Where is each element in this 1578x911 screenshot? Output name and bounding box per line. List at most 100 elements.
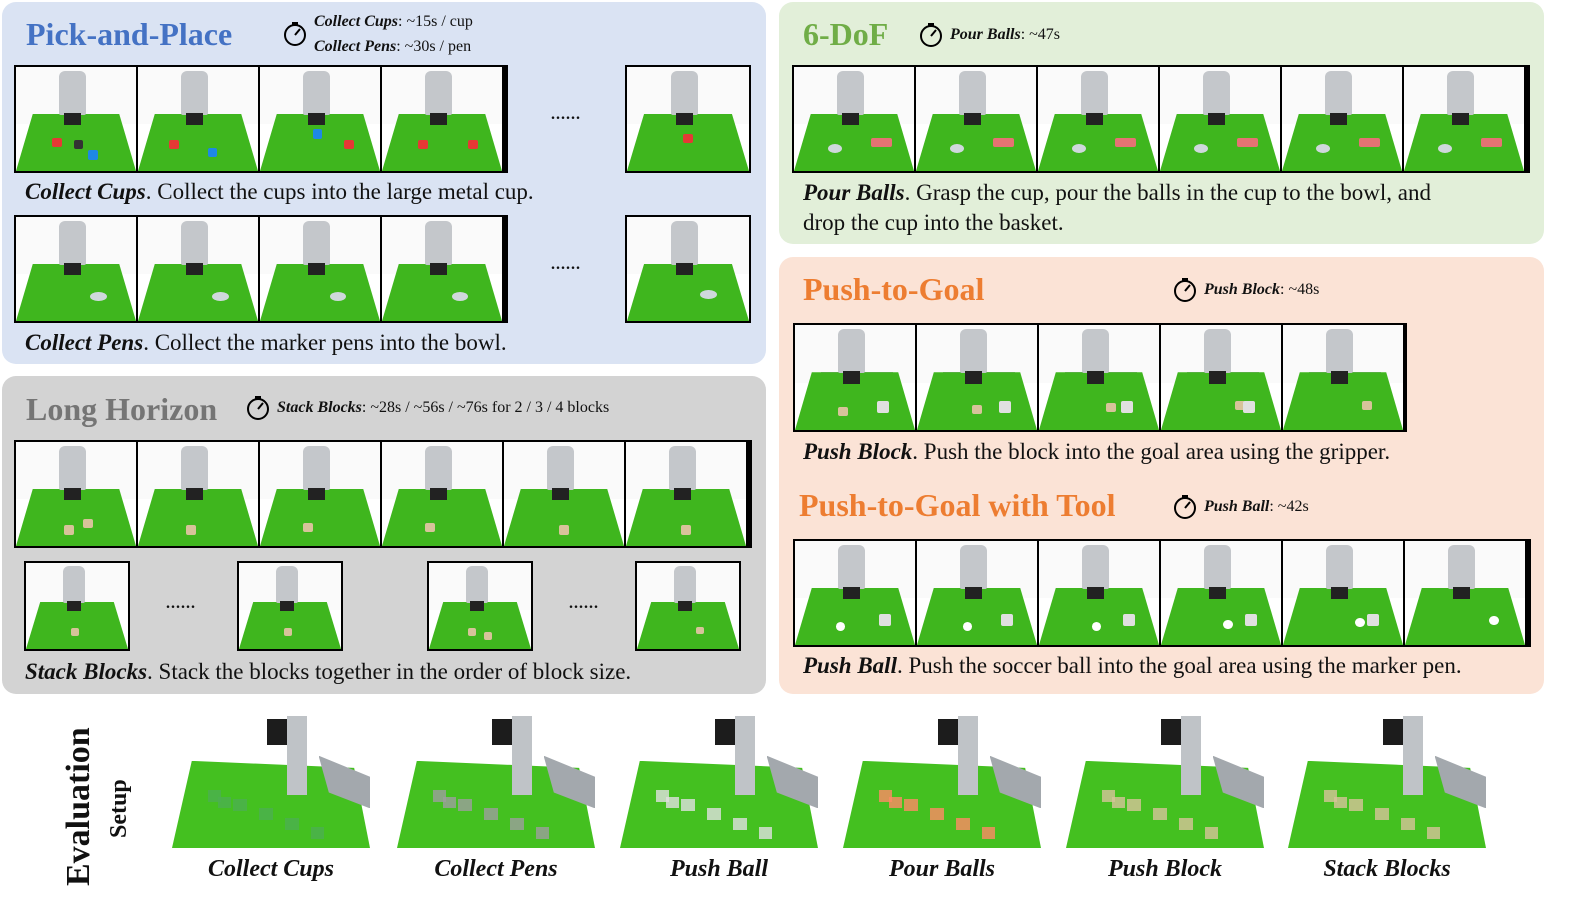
collect-cups-final-frame bbox=[625, 65, 751, 173]
stopwatch-icon bbox=[247, 396, 269, 420]
frame-image bbox=[16, 217, 136, 321]
evaluation-setup-image bbox=[843, 716, 1041, 848]
timer-task-collect-pens: Collect Pens bbox=[314, 38, 397, 55]
timer-task-push-block: Push Block bbox=[1204, 281, 1281, 298]
frame-image bbox=[260, 67, 380, 171]
timer-value-push-ball: : ~42s bbox=[1269, 498, 1309, 515]
frame-image bbox=[1161, 325, 1281, 430]
stack-blocks-frame bbox=[24, 561, 130, 651]
evaluation-label: Push Block bbox=[1107, 856, 1223, 882]
ellipsis: ...... bbox=[569, 595, 599, 612]
frame-image bbox=[16, 442, 136, 546]
stopwatch-icon bbox=[1174, 495, 1196, 519]
stopwatch-icon bbox=[920, 23, 942, 47]
caption-text: . Grasp the cup, pour the balls in the c… bbox=[904, 180, 1431, 205]
collect-cups-caption: Collect Cups. Collect the cups into the … bbox=[25, 177, 534, 207]
ellipsis: ...... bbox=[166, 595, 196, 612]
caption-task: Collect Pens bbox=[25, 330, 144, 355]
frame-image bbox=[382, 217, 502, 321]
push-block-frames bbox=[793, 323, 1407, 432]
evaluation-setup-image bbox=[620, 716, 818, 848]
timer-task-collect-cups: Collect Cups bbox=[314, 13, 399, 30]
frame-image bbox=[1405, 541, 1525, 645]
collect-cups-frames bbox=[14, 65, 508, 173]
frame-image bbox=[16, 67, 136, 171]
caption-task: Stack Blocks bbox=[25, 659, 148, 684]
frame-image bbox=[138, 217, 258, 321]
frame-image bbox=[138, 442, 258, 546]
caption-task: Collect Cups bbox=[25, 179, 146, 204]
evaluation-setup-image bbox=[1288, 716, 1486, 848]
pick-and-place-title: Pick-and-Place bbox=[26, 16, 233, 52]
collect-pens-frames bbox=[14, 215, 508, 323]
frame-image bbox=[795, 325, 915, 430]
evaluation-setup-image bbox=[172, 716, 370, 848]
stopwatch-icon bbox=[284, 22, 306, 46]
stack-blocks-frame bbox=[635, 561, 741, 651]
frame-image bbox=[627, 67, 749, 171]
caption-text: . Collect the cups into the large metal … bbox=[145, 179, 534, 204]
frame-image bbox=[1283, 325, 1403, 430]
long-horizon-title: Long Horizon bbox=[26, 391, 218, 427]
ellipsis: ...... bbox=[551, 106, 581, 123]
push-block-caption: Push Block. Push the block into the goal… bbox=[803, 437, 1390, 467]
frame-image bbox=[382, 442, 502, 546]
long-horizon-timer: Stack Blocks: ~28s / ~56s / ~76s for 2 /… bbox=[245, 395, 609, 421]
frame-image bbox=[138, 67, 258, 171]
push-ball-frames bbox=[793, 539, 1531, 647]
evaluation-label: Collect Pens bbox=[434, 856, 558, 882]
caption-text: . Push the block into the goal area usin… bbox=[912, 439, 1391, 464]
timer-value-pour-balls: : ~47s bbox=[1020, 26, 1061, 43]
frame-image bbox=[794, 67, 914, 171]
caption-text: . Push the soccer ball into the goal are… bbox=[896, 653, 1462, 678]
six-dof-timer: Pour Balls: ~47s bbox=[918, 22, 1060, 48]
frame-image bbox=[917, 325, 1037, 430]
evaluation-label: Collect Cups bbox=[207, 856, 334, 882]
caption-text: . Collect the marker pens into the bowl. bbox=[143, 330, 507, 355]
frame-image bbox=[26, 563, 128, 649]
timer-value-push-block: : ~48s bbox=[1280, 281, 1320, 298]
frame-image bbox=[916, 67, 1036, 171]
frame-image bbox=[627, 217, 749, 321]
caption-task: Push Block bbox=[803, 439, 913, 464]
push-to-goal-tool-title: Push-to-Goal with Tool bbox=[799, 487, 1116, 523]
frame-image bbox=[1282, 67, 1402, 171]
frame-image bbox=[637, 563, 739, 649]
stack-blocks-frames bbox=[14, 440, 752, 548]
push-block-timer: Push Block: ~48s bbox=[1172, 277, 1319, 303]
frame-image bbox=[1039, 541, 1159, 645]
stopwatch-icon bbox=[1174, 278, 1196, 302]
pour-balls-caption: Pour Balls. Grasp the cup, pour the ball… bbox=[803, 178, 1431, 208]
frame-image bbox=[626, 442, 746, 546]
push-to-goal-title: Push-to-Goal bbox=[803, 271, 985, 307]
evaluation-subtitle: Setup bbox=[106, 779, 132, 838]
frame-image bbox=[260, 442, 380, 546]
frame-image bbox=[1404, 67, 1524, 171]
frame-image bbox=[504, 442, 624, 546]
ellipsis: ...... bbox=[551, 256, 581, 273]
frame-image bbox=[1038, 67, 1158, 171]
caption-task: Pour Balls bbox=[803, 180, 905, 205]
caption-task: Push Ball bbox=[803, 653, 897, 678]
timer-value-collect-cups: : ~15s / cup bbox=[398, 13, 473, 30]
frame-image bbox=[1160, 67, 1280, 171]
timer-value-stack-blocks: : ~28s / ~56s / ~76s for 2 / 3 / 4 block… bbox=[361, 399, 610, 416]
evaluation-label: Pour Balls bbox=[888, 856, 996, 882]
pour-balls-frames bbox=[792, 65, 1530, 173]
six-dof-title: 6-DoF bbox=[803, 16, 889, 52]
frame-image bbox=[382, 67, 502, 171]
pour-balls-caption-line2: drop the cup into the basket. bbox=[803, 210, 1064, 235]
frame-image bbox=[429, 563, 531, 649]
timer-value-collect-pens: : ~30s / pen bbox=[396, 38, 472, 55]
evaluation-label: Stack Blocks bbox=[1323, 856, 1451, 882]
stack-blocks-frame bbox=[427, 561, 533, 651]
timer-task-pour-balls: Pour Balls bbox=[950, 26, 1021, 43]
frame-image bbox=[1039, 325, 1159, 430]
caption-text: . Stack the blocks together in the order… bbox=[147, 659, 632, 684]
frame-image bbox=[239, 563, 341, 649]
collect-pens-caption: Collect Pens. Collect the marker pens in… bbox=[25, 328, 507, 358]
frame-image bbox=[917, 541, 1037, 645]
evaluation-setup-image bbox=[397, 716, 595, 848]
pick-and-place-timer: Collect Cups: ~15s / cup Collect Pens: ~… bbox=[282, 9, 473, 59]
collect-pens-final-frame bbox=[625, 215, 751, 323]
